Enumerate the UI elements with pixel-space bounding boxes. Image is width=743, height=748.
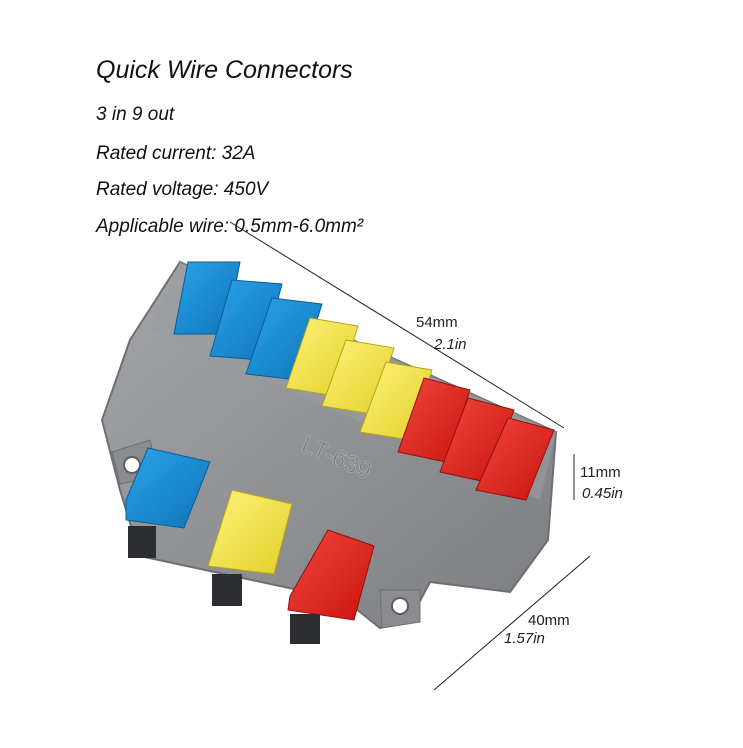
width-mm-label: 40mm xyxy=(528,612,570,629)
width-in-label: 1.57in xyxy=(504,630,545,647)
length-in-label: 2.1in xyxy=(434,336,467,353)
spec-current: Rated current: 32A xyxy=(96,143,256,164)
lever-red-3 xyxy=(475,417,555,501)
input-levers xyxy=(125,447,375,644)
length-dimension-line xyxy=(229,221,565,429)
wire-slot-yellow xyxy=(212,574,242,606)
wire-slot-blue xyxy=(128,526,156,558)
height-mm-label: 11mm xyxy=(580,464,621,481)
wire-slot-red xyxy=(290,614,320,644)
height-in-label: 0.45in xyxy=(582,485,623,502)
length-mm-label: 54mm xyxy=(416,314,458,331)
width-dimension-line xyxy=(433,555,591,691)
lever-yellow-input xyxy=(207,489,293,606)
product-title: Quick Wire Connectors xyxy=(96,56,353,84)
output-levers xyxy=(173,261,555,501)
lever-red-input xyxy=(287,529,375,644)
lever-blue-input xyxy=(125,447,211,558)
spec-wire: Applicable wire: 0.5mm-6.0mm² xyxy=(96,216,364,237)
spec-io: 3 in 9 out xyxy=(96,104,175,125)
spec-voltage: Rated voltage: 450V xyxy=(96,179,269,200)
